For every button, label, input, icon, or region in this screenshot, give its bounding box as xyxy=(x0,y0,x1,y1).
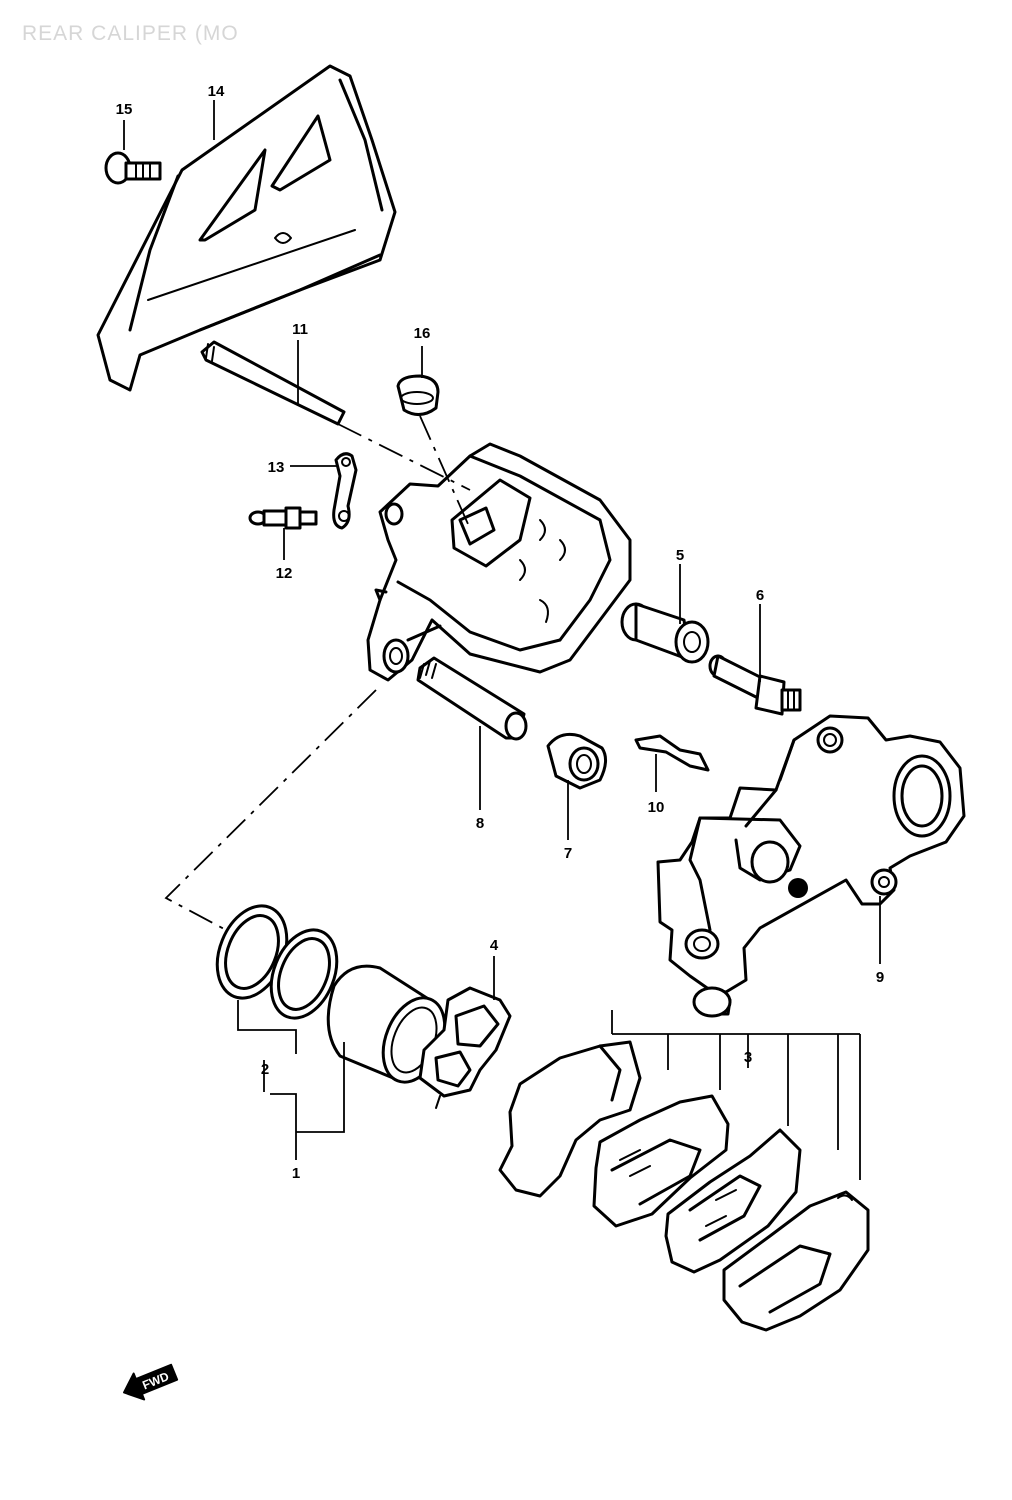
leader-lines xyxy=(123,100,881,1180)
callout-labels: 1 2 3 4 5 6 7 8 9 10 11 12 13 14 15 16 xyxy=(116,83,885,1182)
slide-pin-short xyxy=(416,656,528,741)
piston-seals xyxy=(215,904,339,1020)
callout-6: 6 xyxy=(756,587,764,604)
callout-16: 16 xyxy=(414,325,431,342)
retaining-clip xyxy=(332,452,358,530)
mounting-bolt xyxy=(708,654,802,716)
diagram-title: REAR CALIPER (MO xyxy=(22,22,239,45)
forward-arrow-icon: FWD xyxy=(123,1363,179,1401)
slide-pin-long xyxy=(200,340,346,426)
dust-boot xyxy=(546,732,607,790)
caliper-body xyxy=(366,442,632,682)
callout-2: 2 xyxy=(261,1061,269,1078)
callout-14: 14 xyxy=(208,83,225,100)
bleeder-cap xyxy=(396,374,440,416)
caliper-guard xyxy=(96,64,397,392)
guard-bolt xyxy=(104,151,162,185)
assembly-lines xyxy=(164,415,471,931)
callout-15: 15 xyxy=(116,101,133,118)
caliper-bracket xyxy=(656,714,966,1018)
callout-1: 1 xyxy=(292,1165,300,1182)
pad-spring xyxy=(634,734,710,772)
callout-12: 12 xyxy=(276,565,293,582)
callout-3: 3 xyxy=(744,1049,752,1066)
callout-7: 7 xyxy=(564,845,572,862)
callout-4: 4 xyxy=(490,937,499,954)
bleeder-screw xyxy=(248,506,318,530)
callout-11: 11 xyxy=(292,321,308,338)
brake-pad-set xyxy=(498,1040,870,1332)
pin-sleeve xyxy=(620,602,710,664)
callout-13: 13 xyxy=(268,459,285,476)
callout-5: 5 xyxy=(676,547,684,564)
callout-10: 10 xyxy=(648,799,665,816)
callout-9: 9 xyxy=(876,969,884,986)
pad-shim xyxy=(418,986,512,1109)
callout-8: 8 xyxy=(476,815,484,832)
